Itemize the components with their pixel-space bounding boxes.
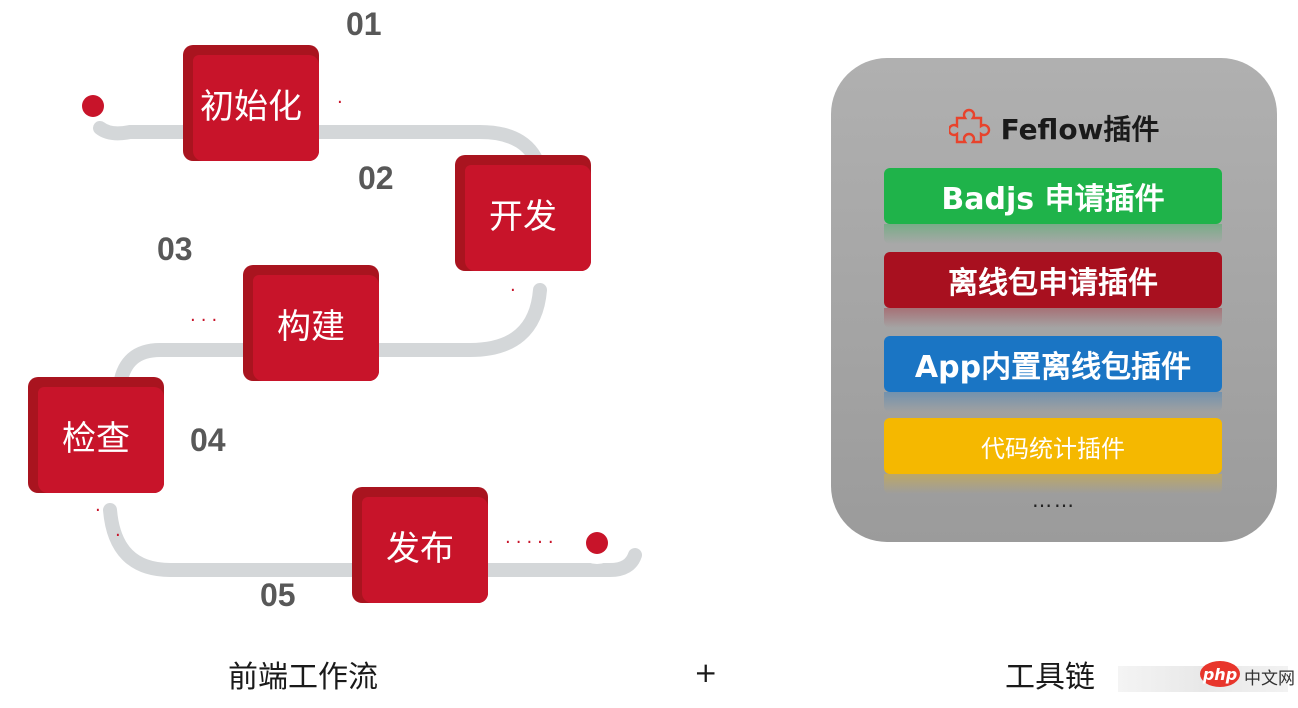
plugin-label: 离线包申请插件 [948, 266, 1158, 301]
plus-sign: + [694, 656, 718, 689]
step-label: 开发 [489, 196, 557, 237]
dotted-connector: · [510, 280, 521, 301]
workflow-step-check: 检查 [28, 377, 176, 505]
workflow-step-build: 构建 [243, 265, 391, 393]
plugin-code-stats: 代码统计插件 [884, 418, 1222, 494]
dotted-connector: · [337, 92, 348, 113]
step-label: 初始化 [200, 86, 302, 127]
workflow-step-release: 发布 [352, 487, 500, 615]
step-label: 发布 [386, 528, 454, 569]
workflow-track [93, 121, 642, 577]
step-number: 01 [346, 6, 382, 42]
workflow-caption: 前端工作流 [228, 660, 378, 695]
workflow-step-develop: 开发 [455, 155, 603, 283]
track-segment-2 [113, 283, 547, 392]
toolchain-caption: 工具链 [1005, 660, 1095, 695]
plugin-app-offline-package: App内置离线包插件 [884, 336, 1222, 412]
plugin-label: App内置离线包插件 [914, 350, 1192, 385]
workflow-step-init: 初始化 [183, 45, 331, 173]
dotted-connector: · [115, 525, 126, 546]
start-dot [82, 95, 104, 117]
step-number: 03 [157, 231, 193, 267]
plugin-badjs: Badjs 申请插件 [884, 168, 1222, 244]
dotted-connector: · [95, 500, 106, 521]
plugin-offline-package: 离线包申请插件 [884, 252, 1222, 328]
track-segment-3 [103, 503, 642, 577]
more-ellipsis: …… [1032, 488, 1076, 512]
plugin-label: 代码统计插件 [981, 434, 1125, 463]
puzzle-icon [948, 108, 990, 144]
dotted-connector: ····· [505, 532, 559, 553]
step-label: 构建 [277, 306, 345, 347]
step-label: 检查 [62, 418, 130, 459]
dotted-connector: ··· [190, 310, 223, 331]
step-number: 04 [190, 422, 226, 458]
end-dot [586, 532, 608, 554]
track-segment-1 [93, 121, 547, 177]
php-logo-icon: php [1200, 661, 1240, 687]
toolchain-panel: Feflow插件 Badjs 申请插件 离线包申请插件 App内置离线包插件 代… [831, 58, 1277, 542]
step-number: 02 [358, 160, 394, 196]
panel-title-text: Feflow插件 [1000, 113, 1160, 146]
plugin-label: Badjs 申请插件 [941, 182, 1165, 217]
step-number: 05 [260, 577, 296, 613]
panel-title: Feflow插件 [831, 108, 1277, 148]
watermark-text: 中文网 [1244, 669, 1295, 689]
